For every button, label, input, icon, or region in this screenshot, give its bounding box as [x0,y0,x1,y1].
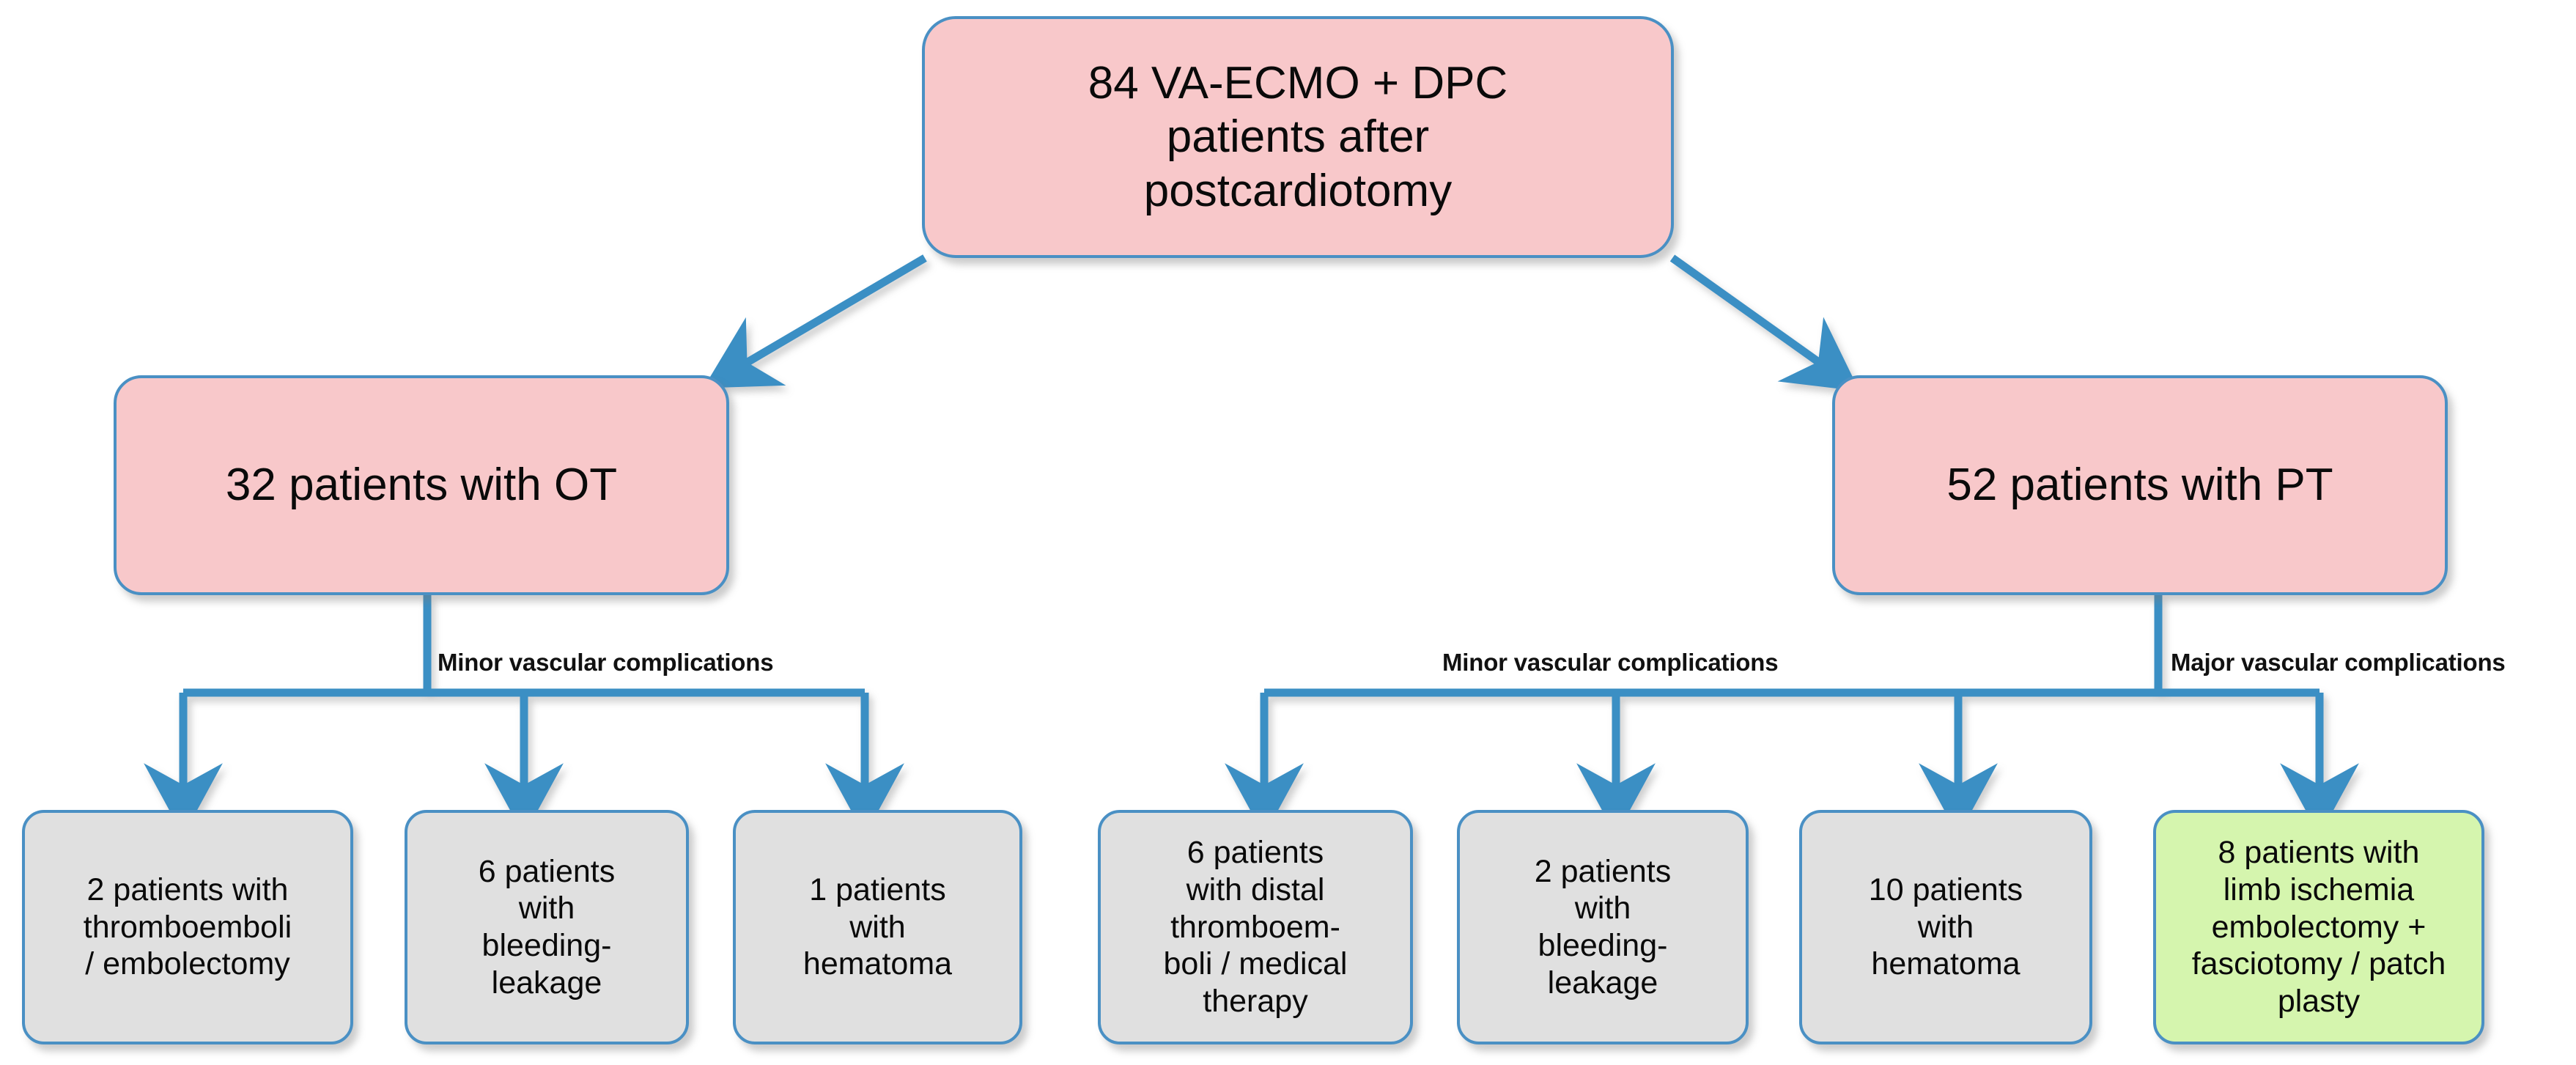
edge-label-right-minor: Minor vascular complications [1442,649,1779,676]
edge-label-left-minor: Minor vascular complications [438,649,774,676]
arrow-root-to-pt [1669,254,1860,391]
node-root-cohort: 84 VA-ECMO + DPC patients after postcard… [922,16,1674,258]
node-ot-thromboemboli: 2 patients with thromboemboli / embolect… [22,810,353,1044]
node-pt-bleeding-leakage: 2 patients with bleeding- leakage [1457,810,1749,1044]
arrow-root-to-ot [703,254,927,388]
edge-label-right-major: Major vascular complications [2171,649,2506,676]
node-pt-limb-ischemia: 8 patients with limb ischemia embolectom… [2153,810,2484,1044]
node-ot-bleeding-leakage: 6 patients with bleeding- leakage [405,810,689,1044]
node-pt-group: 52 patients with PT [1832,375,2448,595]
node-pt-distal-thromboemboli: 6 patients with distal thromboem- boli /… [1098,810,1413,1044]
node-pt-hematoma: 10 patients with hematoma [1799,810,2092,1044]
node-ot-group: 32 patients with OT [114,375,729,595]
node-ot-hematoma: 1 patients with hematoma [733,810,1022,1044]
